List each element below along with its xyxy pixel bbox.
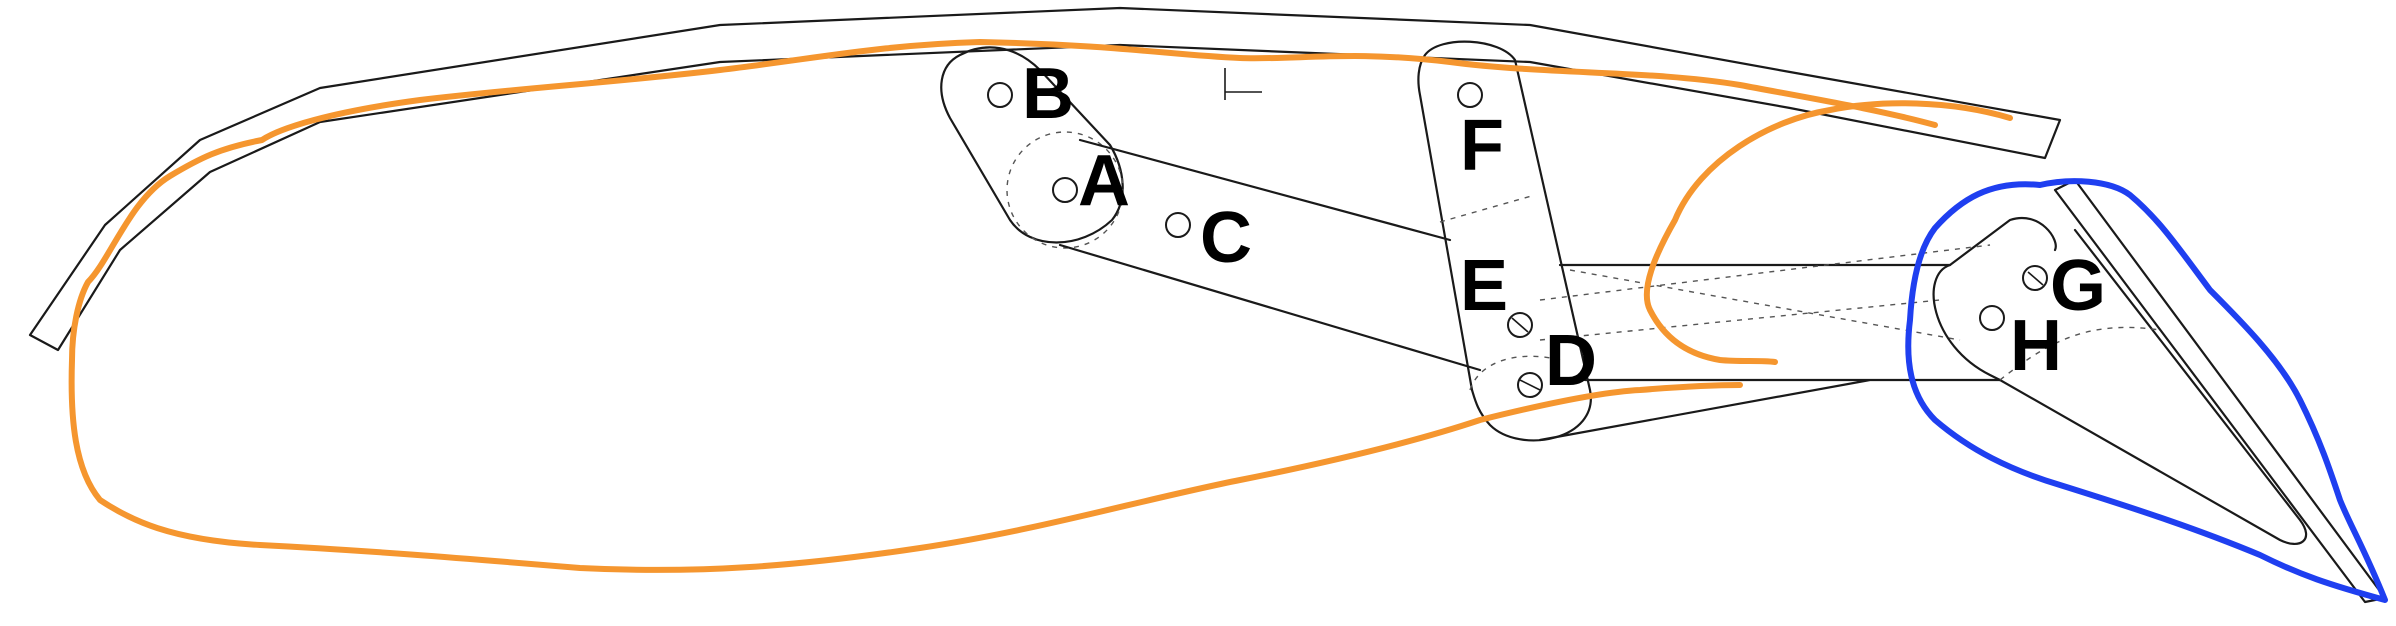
label-c: C — [1200, 198, 1252, 278]
blue-outline-tip — [1905, 178, 2388, 603]
wing-inner — [1998, 228, 2308, 545]
pin-g-slash — [2027, 271, 2044, 286]
label-g: G — [2050, 246, 2106, 326]
link-fed — [1417, 40, 1592, 442]
link-fed-dashed — [1439, 194, 1561, 391]
pin-a — [1052, 177, 1078, 203]
outer-shell — [28, 6, 2062, 352]
label-a: A — [1078, 141, 1130, 221]
label-d: D — [1545, 321, 1597, 401]
orange-outline-body — [68, 39, 1938, 573]
link-dg-dashed — [1539, 244, 1991, 341]
link-ba — [940, 46, 1124, 244]
pin-d-slash — [1519, 379, 1541, 391]
link-gh-head — [1932, 216, 2057, 382]
pin-e-slash — [1511, 317, 1529, 333]
pin-h — [1979, 305, 2005, 331]
pin-c — [1165, 212, 1191, 238]
pin-f — [1457, 82, 1483, 108]
link-dg-bar — [1538, 263, 2002, 442]
axis-mark — [1224, 68, 1262, 100]
label-b: B — [1022, 54, 1074, 134]
link-a-dashed-arc — [1006, 131, 1124, 249]
label-h: H — [2010, 306, 2062, 386]
link-acd — [1058, 138, 1482, 372]
label-e: E — [1460, 246, 1508, 326]
orange-outline-hook — [1643, 100, 2013, 365]
label-f: F — [1460, 106, 1504, 186]
pin-b — [987, 82, 1013, 108]
